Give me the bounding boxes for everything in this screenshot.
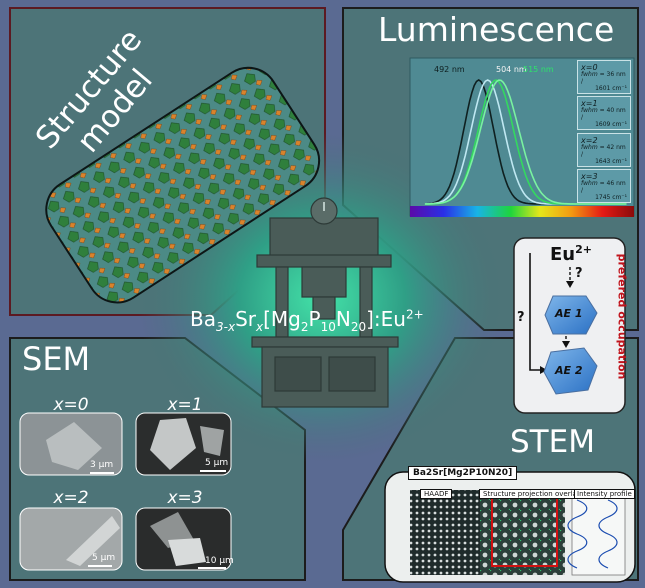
formula-eu-sup: 2+	[405, 307, 424, 322]
stem-tab-overlay: Structure projection overlay	[479, 489, 585, 499]
occupation-site1: AE 1	[555, 307, 583, 320]
legend-x0-fwhm: fwhm	[581, 71, 598, 79]
sem-label-x1: x=1	[167, 395, 203, 415]
formula-ba: Ba	[190, 307, 216, 331]
emission-curve-3	[424, 79, 627, 205]
legend-x0: x=0 fwhm = 36 nm / 1601 cm⁻¹	[577, 60, 631, 94]
legend-x2-cm: 1643 cm⁻¹	[595, 157, 627, 165]
peak-label-492: 492 nm	[434, 65, 465, 74]
occupation-site2: AE 2	[555, 364, 583, 377]
stem-title: STEM	[510, 424, 595, 460]
sem-label-x2: x=2	[53, 488, 89, 508]
occupation-box	[513, 237, 626, 414]
legend-x2-fwhm: fwhm	[581, 144, 598, 152]
formula-bracket-open: [Mg	[263, 307, 301, 331]
formula-p: P	[308, 307, 321, 331]
legend-x2: x=2 fwhm = 42 nm / 1643 cm⁻¹	[577, 133, 631, 167]
sem-label-x0: x=0	[53, 395, 89, 415]
legend-x0-cm: 1601 cm⁻¹	[595, 84, 627, 92]
stem-tab-haadf: HAADF	[420, 489, 453, 499]
formula-ba-sub: 3-x	[215, 320, 236, 334]
stem-tab-intensity: Intensity profile	[574, 489, 635, 499]
legend-x1-cm: 1609 cm⁻¹	[595, 120, 627, 128]
emission-curves	[424, 79, 627, 205]
formula-sr-sub: x	[255, 320, 264, 334]
structure-model-figure	[45, 66, 321, 304]
center-formula: Ba3-xSrx[Mg2P10N20]:Eu2+	[190, 307, 490, 334]
legend-x1: x=1 fwhm = 40 nm / 1609 cm⁻¹	[577, 96, 631, 130]
legend-x0-label: x=0	[581, 63, 598, 72]
sem-label-x3: x=3	[167, 488, 203, 508]
legend-x3-label: x=3	[581, 172, 598, 181]
legend-x1-label: x=1	[581, 99, 598, 108]
sem-scalebar-x3	[198, 567, 226, 569]
sem-scale-x3: 10 µm	[205, 556, 234, 566]
occupation-vertical-label: prefered occupation	[615, 253, 629, 380]
legend-x2-nm: = 42 nm /	[581, 144, 626, 159]
sem-scale-x0: 3 µm	[90, 460, 114, 470]
formula-bracket-close: ]:Eu	[366, 307, 406, 331]
sem-scalebar-x1	[200, 470, 226, 472]
peak-label-504: 504 nm	[496, 65, 527, 74]
sem-images	[19, 412, 232, 571]
sem-scalebar-x2	[88, 565, 112, 567]
sem-scale-x2: 5 µm	[92, 553, 116, 563]
legend-x1-nm: = 40 nm /	[581, 107, 626, 122]
legend-x3: x=3 fwhm = 46 nm / 1745 cm⁻¹	[577, 169, 631, 203]
sem-title: SEM	[22, 340, 91, 378]
sem-scale-x1: 5 µm	[205, 458, 229, 468]
formula-mg-sub: 2	[300, 320, 309, 334]
legend-x2-label: x=2	[581, 136, 598, 145]
luminescence-title: Luminescence	[378, 10, 615, 49]
occupation-q1: ?	[575, 266, 583, 281]
legend-x0-nm: = 36 nm /	[581, 71, 626, 86]
occupation-eu-sup: 2+	[575, 243, 592, 256]
stem-figure	[384, 471, 636, 583]
formula-sr: Sr	[235, 307, 256, 331]
press-illustration	[251, 197, 399, 408]
occupation-q2: ?	[517, 310, 525, 325]
formula-n: N	[335, 307, 351, 331]
legend-x3-fwhm: fwhm	[581, 180, 598, 188]
formula-p-sub: 10	[320, 320, 336, 334]
occupation-eu-symbol: Eu	[550, 244, 576, 265]
legend-x1-fwhm: fwhm	[581, 107, 598, 115]
legend-x3-nm: = 46 nm /	[581, 180, 626, 195]
peak-label-515: 515 nm	[523, 65, 554, 74]
sem-scalebar-x0	[90, 472, 114, 474]
occupation-eu: Eu2+	[550, 243, 592, 265]
formula-n-sub: 20	[350, 320, 367, 334]
legend-x3-cm: 1745 cm⁻¹	[595, 193, 627, 201]
stem-compound: Ba2Sr[Mg2P10N20]	[408, 466, 518, 480]
